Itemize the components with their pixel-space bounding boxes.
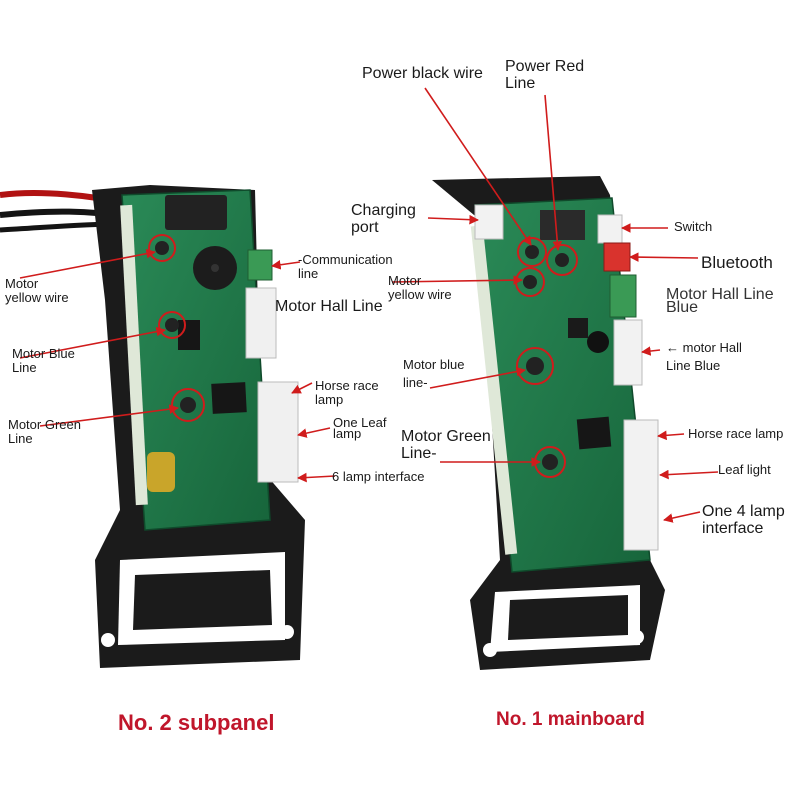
arrow-main-leaf-light — [659, 469, 719, 480]
label-main-power-black: Power black wire — [362, 65, 483, 82]
label-main-motor-yellow: Motor yellow wire — [388, 273, 452, 302]
label-main-hall-line-blue: ← motor Hall Line Blue — [666, 340, 742, 373]
label-sub-six-lamp: 6 lamp interface — [332, 469, 425, 484]
arrow-main-power-black — [424, 87, 532, 246]
arrow-sub-horse-race — [291, 382, 313, 394]
arrow-sub-one-leaf — [297, 427, 331, 438]
arrow-sub-motor-blue — [19, 326, 166, 359]
label-sub-communication: -Communication line — [298, 252, 393, 281]
arrow-main-charging — [427, 214, 479, 225]
arrow-main-motor-blue — [429, 366, 526, 389]
subpanel-board — [0, 185, 305, 668]
arrow-sub-motor-green — [39, 404, 179, 427]
arrow-main-four-lamp — [663, 511, 701, 523]
arrow-sub-motor-yellow — [19, 248, 156, 279]
label-main-motor-blue: Motor blue line- — [403, 357, 465, 390]
label-main-switch: Switch — [674, 219, 713, 234]
label-main-leaf-light: Leaf light — [718, 462, 771, 477]
label-sub-motor-green: Motor Green Line — [8, 417, 81, 446]
label-sub-motor-hall: Motor Hall Line — [275, 298, 383, 315]
arrow-main-bluetooth — [629, 252, 699, 262]
label-sub-motor-yellow: Motor yellow wire — [5, 276, 69, 305]
label-sub-horse-race: Horse race lamp — [315, 378, 379, 407]
label-main-power-red: Power Red Line — [505, 58, 585, 92]
label-sub-one-leaf: One Leaf lamp — [333, 415, 387, 441]
label-main-four-lamp: One 4 lamp interface — [702, 503, 785, 537]
mainboard-board — [432, 176, 665, 670]
arrow-sub-communication — [271, 260, 301, 270]
label-main-motor-green: Motor Green Line- — [401, 428, 491, 462]
arrow-main-motor-yellow — [391, 275, 523, 285]
label-main-bluetooth: Bluetooth — [701, 253, 773, 272]
annotation-arrows — [19, 87, 719, 523]
caption-subpanel: No. 2 subpanel — [118, 710, 275, 735]
arrow-sub-six-lamp — [297, 472, 336, 483]
label-main-charging: Charging port — [351, 202, 416, 236]
caption-mainboard: No. 1 mainboard — [496, 709, 645, 730]
label-sub-motor-blue: Motor Blue Line — [12, 346, 75, 375]
arrow-main-horse-race — [657, 430, 685, 441]
arrow-main-hall-blue — [641, 346, 661, 356]
label-main-horse-race: Horse race lamp — [688, 426, 784, 441]
arrow-main-power-red — [544, 94, 563, 251]
label-main-motor-hall-blue: Motor Hall Line Blue — [666, 286, 774, 316]
